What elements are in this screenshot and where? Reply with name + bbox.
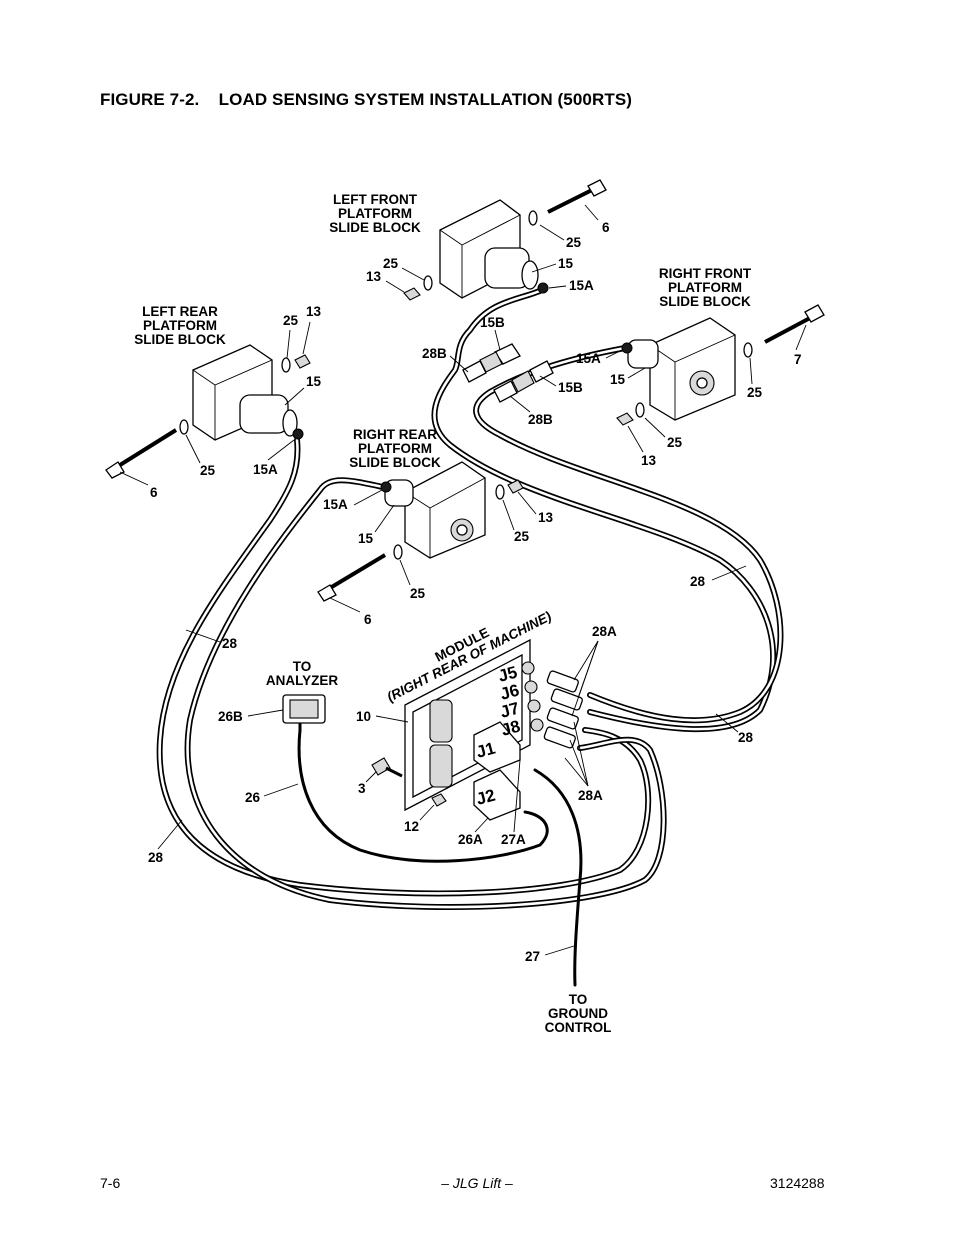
right-front-slide-block bbox=[616, 304, 825, 426]
left-rear-label-3: SLIDE BLOCK bbox=[134, 332, 226, 347]
callout: 25 bbox=[747, 385, 763, 400]
callout: 13 bbox=[366, 269, 382, 284]
callout: 15A bbox=[569, 278, 594, 293]
connector-15b-28b-lower bbox=[493, 360, 554, 403]
callout: 15B bbox=[558, 380, 583, 395]
cable-connectors-28a bbox=[543, 670, 583, 749]
module-assembly bbox=[371, 638, 583, 821]
jack-label-j5: J5 bbox=[496, 663, 519, 686]
callout: 25 bbox=[514, 529, 530, 544]
right-rear-label-3: SLIDE BLOCK bbox=[349, 455, 441, 470]
left-front-slide-block bbox=[403, 179, 607, 301]
callout: 28 bbox=[222, 636, 238, 651]
left-front-label-1: LEFT FRONT bbox=[333, 192, 418, 207]
to-ground-control-label-1: TO bbox=[569, 992, 588, 1007]
callouts: 6 25 25 13 15 15A 7 25 15A 15 25 13 25 1… bbox=[119, 204, 807, 964]
callout: 10 bbox=[356, 709, 371, 724]
cable-28-left-front bbox=[431, 287, 777, 733]
callout: 13 bbox=[641, 453, 657, 468]
left-rear-slide-block bbox=[105, 344, 311, 479]
right-rear-label-2: PLATFORM bbox=[358, 441, 432, 456]
right-front-label-3: SLIDE BLOCK bbox=[659, 294, 751, 309]
callout: 15 bbox=[558, 256, 574, 271]
callout: 15A bbox=[576, 351, 601, 366]
callout: 6 bbox=[602, 220, 610, 235]
footer-publisher: – JLG Lift – bbox=[441, 1175, 513, 1191]
callout: 15A bbox=[323, 497, 348, 512]
jack-label-j1: J1 bbox=[474, 739, 497, 762]
wire-27-ground-control bbox=[533, 768, 583, 987]
callout: 25 bbox=[410, 586, 426, 601]
jack-labels: J5 J6 J7 J8 J1 J2 bbox=[474, 663, 522, 809]
callout: 15 bbox=[306, 374, 322, 389]
jack-label-j2: J2 bbox=[474, 786, 497, 809]
callout: 7 bbox=[794, 352, 802, 367]
left-front-label-2: PLATFORM bbox=[338, 206, 412, 221]
callout: 15 bbox=[358, 531, 374, 546]
callout: 15B bbox=[480, 315, 505, 330]
figure-title: FIGURE 7-2. LOAD SENSING SYSTEM INSTALLA… bbox=[100, 90, 633, 109]
callout: 28A bbox=[592, 624, 617, 639]
cable-28-right-front bbox=[473, 345, 784, 724]
cable-28-right-rear bbox=[184, 477, 667, 911]
callout: 28B bbox=[422, 346, 447, 361]
to-analyzer-label-2: ANALYZER bbox=[266, 673, 339, 688]
left-rear-label-2: PLATFORM bbox=[143, 318, 217, 333]
jack-label-j8: J8 bbox=[499, 717, 522, 740]
callout: 13 bbox=[306, 304, 322, 319]
callout: 6 bbox=[364, 612, 372, 627]
callout: 28 bbox=[148, 850, 164, 865]
jack-label-j7: J7 bbox=[498, 699, 521, 722]
right-front-label-1: RIGHT FRONT bbox=[659, 266, 752, 281]
callout: 25 bbox=[667, 435, 683, 450]
callout: 13 bbox=[538, 510, 554, 525]
right-front-label-2: PLATFORM bbox=[668, 280, 742, 295]
callout: 27 bbox=[525, 949, 540, 964]
footer-page-number: 7-6 bbox=[100, 1175, 121, 1191]
callout: 3 bbox=[358, 781, 366, 796]
callout: 25 bbox=[566, 235, 582, 250]
analyzer-plug-26b bbox=[282, 694, 326, 732]
jack-label-j6: J6 bbox=[498, 681, 521, 704]
right-rear-slide-block bbox=[317, 461, 524, 602]
to-ground-control-label-2: GROUND bbox=[548, 1006, 608, 1021]
callout: 27A bbox=[501, 832, 526, 847]
callout: 15 bbox=[610, 372, 626, 387]
callout: 12 bbox=[404, 819, 419, 834]
left-rear-label-1: LEFT REAR bbox=[142, 304, 218, 319]
cable-28-left-rear bbox=[156, 437, 652, 897]
callout: 28B bbox=[528, 412, 553, 427]
callout: 26 bbox=[245, 790, 261, 805]
callout: 25 bbox=[383, 256, 399, 271]
left-front-label-3: SLIDE BLOCK bbox=[329, 220, 421, 235]
callout: 6 bbox=[150, 485, 158, 500]
connector-15b-28b-upper bbox=[462, 343, 521, 383]
callout: 26B bbox=[218, 709, 243, 724]
jack-sockets-j5-j8 bbox=[521, 661, 544, 732]
callout: 26A bbox=[458, 832, 483, 847]
callout: 28 bbox=[690, 574, 706, 589]
footer-document-number: 3124288 bbox=[770, 1175, 825, 1191]
callout: 15A bbox=[253, 462, 278, 477]
right-rear-label-1: RIGHT REAR bbox=[353, 427, 437, 442]
wire-26-analyzer bbox=[297, 728, 549, 863]
to-analyzer-label-1: TO bbox=[293, 659, 312, 674]
callout: 28 bbox=[738, 730, 754, 745]
callout: 28A bbox=[578, 788, 603, 803]
callout: 25 bbox=[283, 313, 299, 328]
to-ground-control-label-3: CONTROL bbox=[545, 1020, 612, 1035]
callout: 25 bbox=[200, 463, 216, 478]
